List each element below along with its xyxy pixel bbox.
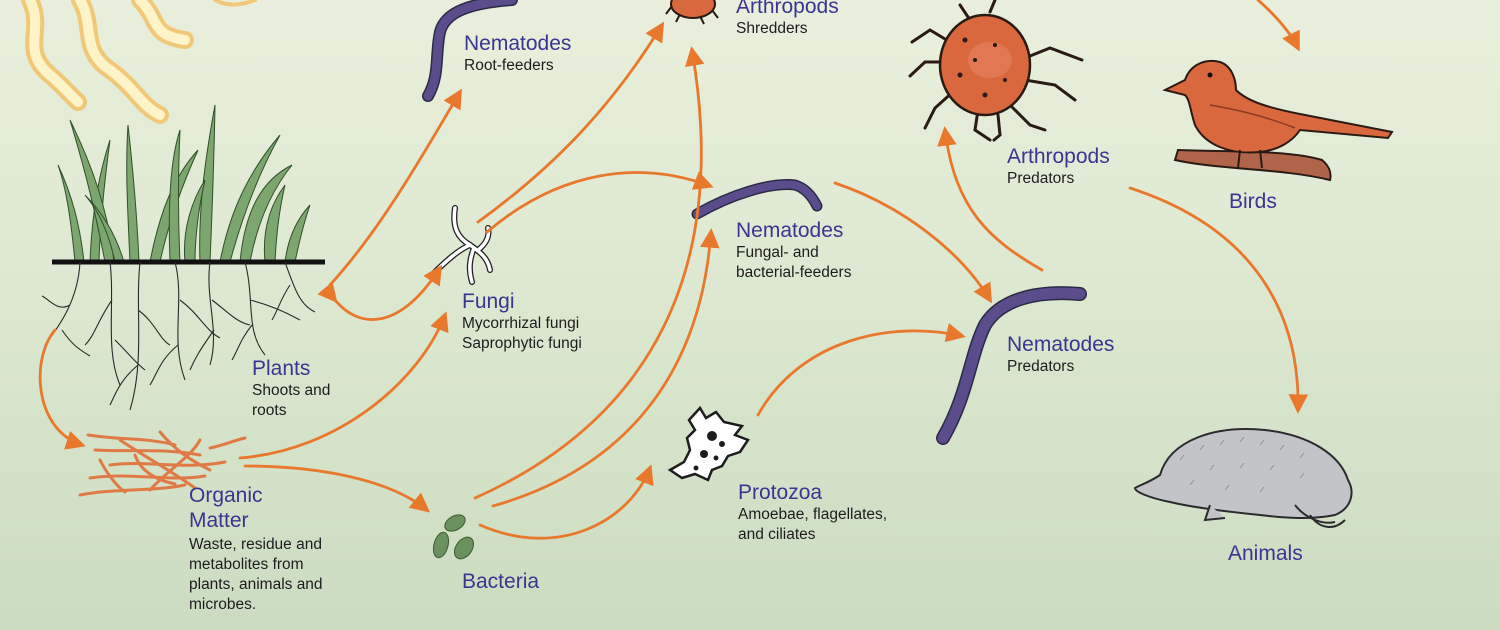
- node-birds: Birds: [1229, 189, 1277, 214]
- arrow-organic-to-fungi: [238, 311, 449, 460]
- node-subtitle: Fungal- and bacterial-feeders: [736, 244, 852, 281]
- mite-icon: [908, 0, 1084, 142]
- arrow-fungi-to-nematodes-fungal: [485, 171, 714, 234]
- arrow-plants-to-organic: [38, 328, 86, 450]
- node-fungi: Fungi Mycorrhizal fungi Saprophytic fung…: [462, 289, 582, 354]
- node-animals: Animals: [1228, 541, 1303, 566]
- node-title: Bacteria: [462, 570, 540, 593]
- node-subtitle: Mycorrhizal fungi Saprophytic fungi: [462, 315, 582, 352]
- arrow-fungi-to-arthropods-shredders: [476, 21, 665, 224]
- node-title: Organic Matter: [189, 484, 263, 532]
- organic-matter-icon: [78, 430, 247, 497]
- node-nematodes-predators: Nematodes Predators: [1007, 332, 1114, 377]
- node-subtitle: Root-feeders: [464, 57, 554, 74]
- arrow-bacteria-to-protozoa: [478, 464, 654, 540]
- node-nematodes-fungal: Nematodes Fungal- and bacterial-feeders: [736, 218, 851, 283]
- node-arthropods-predators: Arthropods Predators: [1007, 144, 1110, 189]
- mole-icon: [1133, 428, 1353, 528]
- node-plants: Plants Shoots and roots: [252, 356, 330, 421]
- nematode-icon: [936, 286, 1087, 445]
- arrow-nematodes-predators-to-arthropods-predators: [937, 126, 1044, 272]
- node-nematodes-root: Nematodes Root-feeders: [464, 31, 571, 76]
- node-protozoa: Protozoa Amoebae, flagellates, and cilia…: [738, 480, 887, 545]
- node-subtitle: Amoebae, flagellates, and ciliates: [738, 506, 888, 543]
- node-title: Protozoa: [738, 481, 823, 504]
- node-bacteria: Bacteria: [462, 569, 539, 594]
- arthropod-icon: [665, 0, 719, 25]
- node-subtitle: Shredders: [736, 20, 808, 37]
- arrow-plants-fungi: [317, 264, 443, 321]
- node-subtitle: Predators: [1007, 170, 1075, 187]
- sun-rays-icon: [21, 0, 257, 124]
- node-title: Plants: [252, 357, 311, 380]
- plant-icon: [41, 104, 325, 411]
- arrow-plants-to-nematodes-root: [328, 88, 462, 287]
- node-subtitle: Shoots and roots: [252, 382, 331, 419]
- node-title: Arthropods: [1007, 145, 1110, 168]
- node-subtitle: Waste, residue and metabolites from plan…: [189, 536, 323, 613]
- arrow-organic-to-bacteria: [243, 464, 431, 513]
- node-title: Nematodes: [736, 219, 844, 242]
- node-title: Nematodes: [464, 32, 572, 55]
- arrow-to-birds: [1256, 0, 1300, 52]
- nematode-icon: [691, 179, 823, 220]
- bacteria-icon: [432, 514, 475, 560]
- node-title: Animals: [1228, 542, 1303, 565]
- node-title: Arthropods: [736, 0, 839, 18]
- bird-icon: [1162, 60, 1394, 182]
- node-title: Birds: [1229, 190, 1277, 213]
- node-title: Nematodes: [1007, 333, 1115, 356]
- arrow-protozoa-to-nematodes-predators: [756, 323, 966, 417]
- node-title: Fungi: [462, 290, 515, 313]
- arrow-bacteria-to-nematodes-fungal: [491, 228, 720, 508]
- node-arthropods-shredders: Arthropods Shredders: [736, 0, 839, 39]
- nematode-icon: [422, 0, 518, 102]
- node-organic-matter: Organic Matter Waste, residue and metabo…: [189, 483, 323, 615]
- amoeba-icon: [667, 405, 750, 482]
- arrow-nematodes-fungal-to-nematodes-predators: [833, 181, 993, 304]
- arrow-arthropods-predators-to-animals: [1128, 186, 1309, 414]
- node-subtitle: Predators: [1007, 358, 1075, 375]
- food-web-arrows: [38, 0, 1309, 540]
- arrow-bacteria-to-arthropods-shredders: [473, 46, 705, 500]
